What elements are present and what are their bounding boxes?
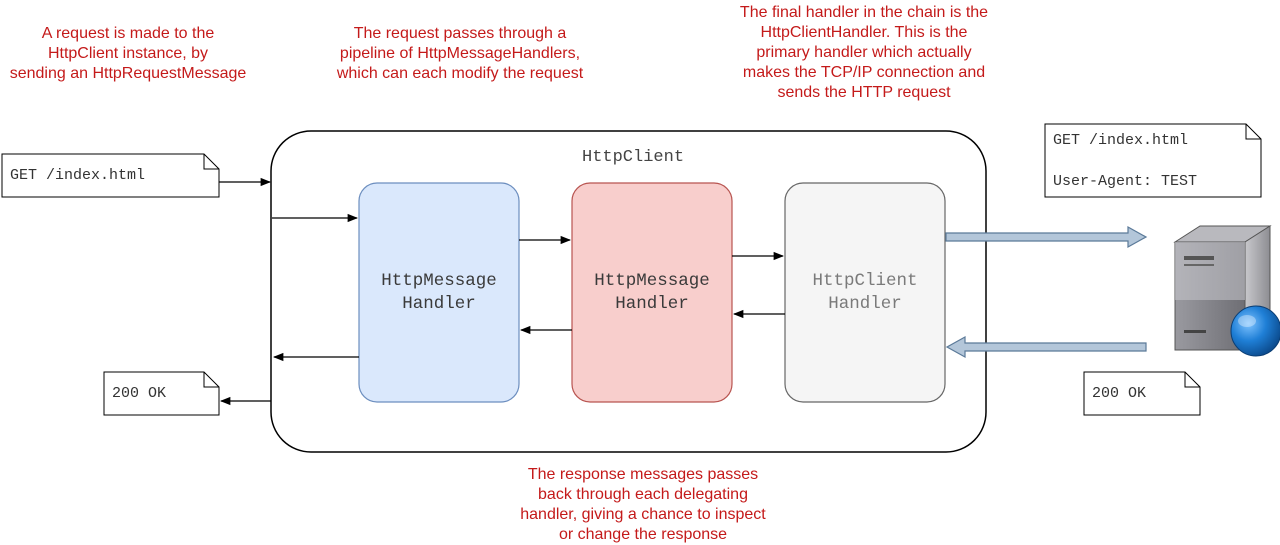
handler-1-label: HttpMessage Handler (359, 183, 519, 402)
client-response-doc (103, 371, 220, 416)
handler-box-1 (358, 182, 520, 403)
network-arrow-incoming (945, 335, 1147, 359)
network-arrow-outgoing (945, 225, 1148, 249)
annotation-response-line-4: or change the response (558, 526, 728, 543)
handler-1-line-2: Handler (402, 293, 476, 314)
server-response-text: 200 OK (1092, 385, 1147, 402)
handler-3-label: HttpClient Handler (785, 183, 945, 402)
annotation-pipeline-line-1: The request passes through a (353, 25, 567, 42)
client-response-text: 200 OK (112, 385, 167, 402)
annotation-response-line-1: The response messages passes (527, 466, 759, 483)
globe-icon (1230, 305, 1280, 357)
outgoing-request-line-1: GET /index.html (1053, 132, 1189, 149)
handler-2-line-2: Handler (615, 293, 689, 314)
annotation-request-made: A request is made to the HttpClient inst… (0, 24, 264, 84)
annotation-pipeline-line-2: pipeline of HttpMessageHandlers, (339, 45, 581, 62)
outgoing-request-doc-fold (1245, 124, 1261, 140)
annotation-pipeline: The request passes through a pipeline of… (310, 24, 610, 84)
httpclient-title: HttpClient (582, 148, 685, 167)
handler-box-2 (571, 182, 733, 403)
annotation-pipeline-line-3: which can each modify the request (336, 65, 584, 82)
annotation-final-handler-line-4: makes the TCP/IP connection and (742, 64, 986, 81)
handler-2-line-1: HttpMessage (594, 270, 710, 291)
client-response-doc-fold (203, 372, 219, 388)
annotation-final-handler-line-1: The final handler in the chain is the (739, 4, 989, 21)
annotation-response: The response messages passes back throug… (497, 465, 789, 545)
annotation-final-handler: The final handler in the chain is the Ht… (712, 3, 1016, 103)
incoming-request-doc (1, 153, 220, 198)
handler-3-line-2: Handler (828, 293, 902, 314)
incoming-request-text: GET /index.html (10, 167, 146, 184)
annotation-response-line-2: back through each delegating (538, 486, 748, 503)
server-response-doc-fold (1184, 372, 1200, 388)
handler-3-line-1: HttpClient (812, 270, 918, 291)
annotation-final-handler-line-5: sends the HTTP request (777, 84, 951, 101)
outgoing-request-line-2: User-Agent: TEST (1053, 173, 1198, 190)
annotation-final-handler-line-3: primary handler which actually (756, 44, 972, 61)
annotation-final-handler-line-2: HttpClientHandler. This is the (760, 24, 968, 41)
annotation-request-made-line-1: A request is made to the (41, 25, 215, 42)
handler-box-3 (784, 182, 946, 403)
handler-1-line-1: HttpMessage (381, 270, 497, 291)
annotation-response-line-3: handler, giving a chance to inspect (520, 506, 766, 523)
incoming-request-doc-fold (203, 154, 219, 170)
handler-2-label: HttpMessage Handler (572, 183, 732, 402)
server-response-doc (1083, 371, 1201, 416)
outgoing-request-doc (1044, 123, 1262, 198)
annotation-request-made-line-2: HttpClient instance, by (47, 45, 209, 62)
annotation-request-made-line-3: sending an HttpRequestMessage (9, 65, 247, 82)
